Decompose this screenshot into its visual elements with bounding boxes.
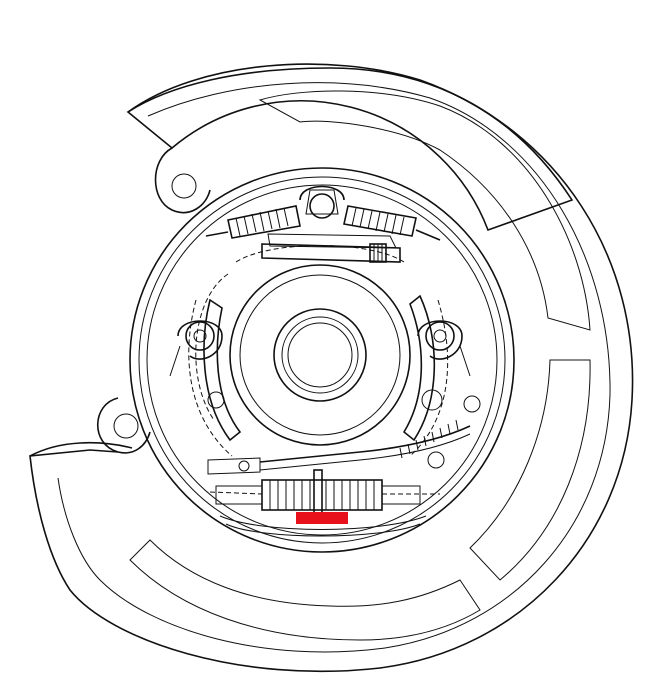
backing-plate-outline bbox=[126, 67, 574, 232]
hub-outer bbox=[229, 264, 411, 446]
backing-plate-outer bbox=[29, 63, 634, 673]
return-spring-right bbox=[343, 205, 417, 237]
hub-inner bbox=[239, 274, 401, 436]
anchor-pin bbox=[309, 193, 335, 219]
bearing-ring bbox=[273, 308, 367, 402]
hold-down-pin-left bbox=[169, 320, 223, 377]
hold-down-pin-right bbox=[417, 320, 471, 377]
mounting-ear-bottom bbox=[96, 397, 151, 454]
brake-shoe-right bbox=[402, 294, 436, 442]
shield-channel bbox=[57, 82, 611, 653]
drum-rim-outer bbox=[129, 167, 515, 553]
brake-shoe-left bbox=[203, 298, 242, 442]
mounting-ear-top bbox=[154, 147, 211, 214]
highlighted-adjuster-part bbox=[296, 512, 348, 524]
small-spring-top bbox=[369, 243, 387, 263]
drum-rim-inner bbox=[138, 176, 506, 544]
cable-coil bbox=[399, 419, 459, 459]
upper-strut bbox=[261, 243, 401, 263]
parking-brake-cable bbox=[259, 425, 471, 463]
hub-center bbox=[287, 322, 353, 388]
return-spring-left bbox=[227, 205, 301, 239]
